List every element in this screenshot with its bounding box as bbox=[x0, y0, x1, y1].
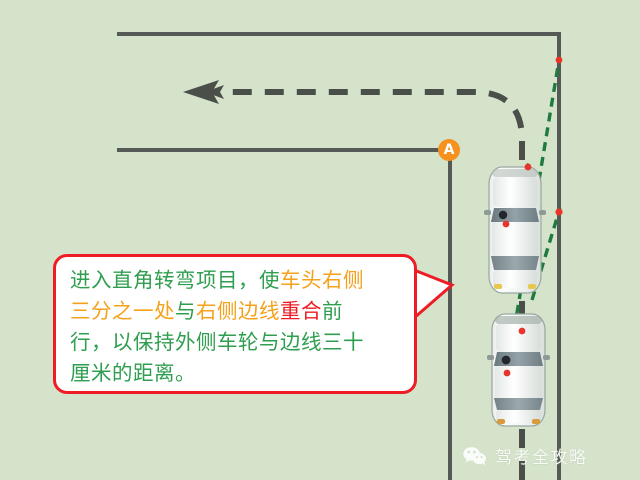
instruction-segment-green: 前 bbox=[322, 299, 343, 323]
instruction-line: 厘米的距离。 bbox=[70, 358, 410, 389]
instruction-segment-green: 厘米的距离。 bbox=[70, 361, 196, 385]
bubble-pointer bbox=[411, 268, 455, 320]
instruction-segment-orange: 右侧边线 bbox=[196, 299, 280, 323]
sight-point-upper-hood bbox=[524, 163, 532, 171]
instruction-segment-green: 行，以保持外侧车轮与边线三十 bbox=[70, 330, 364, 354]
instruction-segment-orange: 车头右侧 bbox=[280, 268, 364, 292]
sight-point-upper-driver bbox=[502, 220, 510, 228]
instruction-text: 进入直角转弯项目，使车头右侧三分之一处与右侧边线重合前行，以保持外侧车轮与边线三… bbox=[70, 265, 410, 389]
instruction-segment-green: 进入直角转弯项目，使 bbox=[70, 268, 280, 292]
watermark-text: 驾考全攻略 bbox=[495, 448, 588, 468]
car-upper bbox=[484, 166, 546, 294]
car-lower bbox=[487, 313, 550, 427]
instruction-callout: 进入直角转弯项目，使车头右侧三分之一处与右侧边线重合前行，以保持外侧车轮与边线三… bbox=[53, 254, 417, 394]
instruction-line: 进入直角转弯项目，使车头右侧 bbox=[70, 265, 410, 296]
instruction-segment-green: 与 bbox=[175, 299, 196, 323]
marker-point-a-label: A bbox=[443, 142, 455, 158]
sight-point-lower-hood bbox=[518, 327, 526, 335]
instruction-segment-orange: 三分之一处 bbox=[70, 299, 175, 323]
sight-point-lower-driver bbox=[503, 369, 511, 377]
sight-points bbox=[502, 56, 563, 377]
road-lines bbox=[117, 32, 561, 480]
sight-point-far-edge bbox=[555, 56, 563, 64]
marker-point-a[interactable]: A bbox=[438, 139, 460, 161]
instruction-segment-red: 重合 bbox=[280, 299, 322, 323]
instruction-line: 三分之一处与右侧边线重合前 bbox=[70, 296, 410, 327]
turn-path-dashed-arrow bbox=[183, 80, 525, 480]
watermark: 驾考全攻略 bbox=[462, 443, 588, 468]
sight-point-outer-edge bbox=[555, 208, 563, 216]
instruction-line: 行，以保持外侧车轮与边线三十 bbox=[70, 327, 410, 358]
wechat-icon bbox=[463, 446, 486, 465]
